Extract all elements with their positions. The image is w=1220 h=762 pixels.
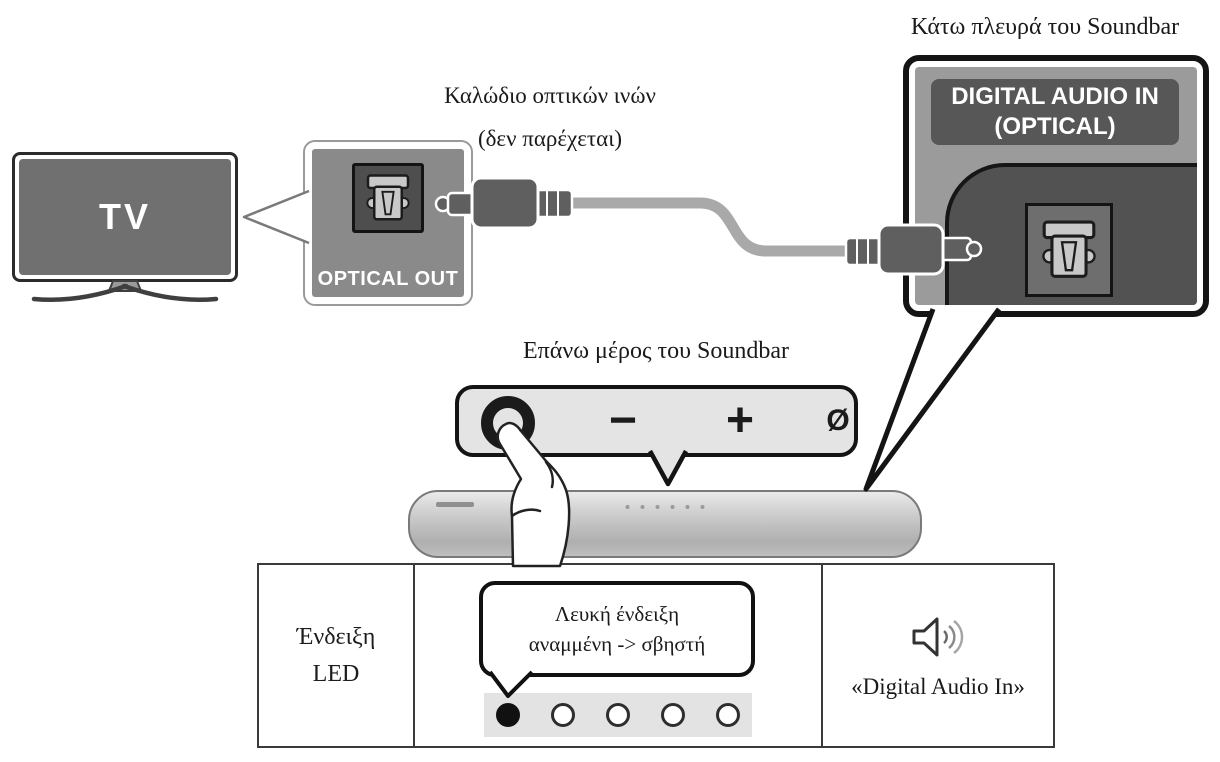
label-optical-cable: Καλώδιο οπτικών ινών (δεν παρέχεται): [385, 82, 715, 154]
label-optical-cable-line1: Καλώδιο οπτικών ινών: [444, 83, 656, 108]
led-dot: [551, 703, 575, 727]
label-soundbar-bottom-side: Κάτω πλευρά του Soundbar: [910, 14, 1180, 40]
optical-out-port: [352, 163, 424, 233]
soundbar-control-panel: − + Ø: [455, 385, 858, 457]
digital-audio-in-callout: DIGITAL AUDIO IN (OPTICAL): [903, 55, 1209, 317]
led-row: [484, 693, 752, 737]
digital-audio-in-label-line1: DIGITAL AUDIO IN: [951, 83, 1159, 110]
table-cell-led-indication: Ένδειξη LED: [259, 565, 415, 746]
digital-audio-in-label: DIGITAL AUDIO IN (OPTICAL): [931, 79, 1179, 145]
led-dot: [716, 703, 740, 727]
label-optical-cable-line2: (δεν παρέχεται): [477, 125, 623, 151]
soundbar-brand-mark: [436, 502, 474, 507]
label-soundbar-top-side: Επάνω μέρος του Soundbar: [523, 338, 789, 364]
led-indication-line2: LED: [312, 660, 360, 687]
optical-out-label: OPTICAL OUT: [317, 268, 459, 290]
speaker-icon: [912, 617, 964, 656]
multifunction-button: [481, 396, 535, 450]
source-label: «Digital Audio In»: [851, 673, 1025, 699]
digital-audio-in-port: [1025, 203, 1113, 297]
led-state-bubble-line1: Λευκή ένδειξη: [554, 601, 680, 626]
led-state-bubble: Λευκή ένδειξη αναμμένη -> σβηστή: [479, 581, 755, 677]
tv-illustration: TV: [12, 152, 238, 282]
soundbar-illustration: [408, 490, 922, 558]
optical-out-callout: OPTICAL OUT: [305, 142, 471, 304]
digital-audio-in-panel: DIGITAL AUDIO IN (OPTICAL): [915, 67, 1197, 305]
led-dot: [496, 703, 520, 727]
led-dot: [606, 703, 630, 727]
tv-screen-label: TV: [19, 159, 231, 275]
power-button: Ø: [826, 404, 850, 437]
callout-tail-lines: [863, 307, 1002, 492]
optical-port-icon: [366, 174, 410, 221]
table-cell-source: «Digital Audio In»: [823, 565, 1053, 746]
table-cell-led-state: Λευκή ένδειξη αναμμένη -> σβηστή: [415, 565, 823, 746]
soundbar-top-markings: [625, 505, 705, 509]
led-status-table: Ένδειξη LED Λευκή ένδειξη αναμμένη -> σβ…: [257, 563, 1055, 748]
led-state-bubble-line2: αναμμένη -> σβηστή: [528, 631, 706, 656]
optical-port-icon: [1042, 220, 1096, 278]
led-indication-line1: Ένδειξη: [296, 623, 376, 650]
volume-down-button: −: [608, 394, 638, 447]
led-dot: [661, 703, 685, 727]
digital-audio-in-label-line2: (OPTICAL): [994, 113, 1116, 140]
volume-up-button: +: [725, 394, 755, 447]
tv-callout-pointer: [242, 189, 310, 245]
optical-cable: [539, 197, 864, 257]
tv-stand: [31, 280, 219, 303]
